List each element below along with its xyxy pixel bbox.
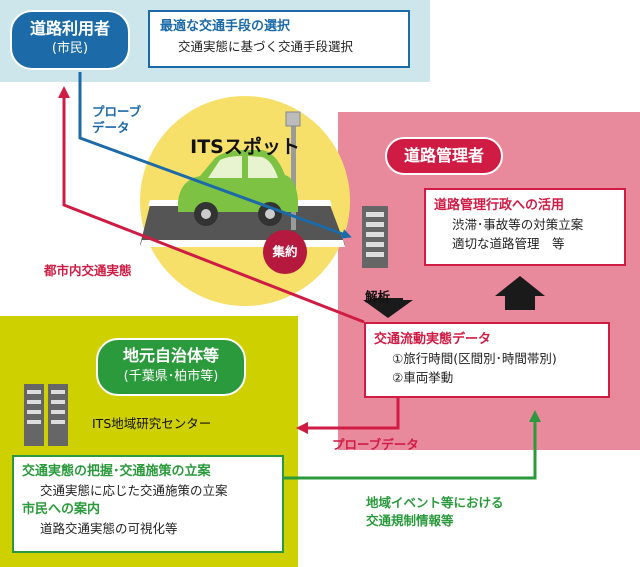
event-info-arrow	[284, 410, 541, 480]
local-gov-subtitle: (千葉県･柏市等)	[123, 369, 219, 384]
event-info-label-line2: 交通規制情報等	[366, 513, 454, 528]
transport-choice-box: 最適な交通手段の選択 交通実態に基づく交通手段選択	[148, 10, 410, 68]
probe-data-local-label: プローブデータ	[332, 437, 419, 452]
traffic-flow-heading: 交通流動実態データ	[374, 332, 492, 347]
car-icon	[178, 150, 298, 226]
aggregation-badge: 集約	[263, 230, 307, 274]
urban-traffic-label: 都市内交通実態	[44, 263, 132, 278]
analysis-down-arrow	[363, 298, 413, 318]
local-policy-heading: 交通実態の把握･交通施策の立案	[22, 464, 211, 479]
server-icon-local	[24, 384, 68, 446]
probe-data-label: プローブ データ	[92, 104, 141, 136]
probe-data-label-line2: データ	[92, 120, 130, 135]
road-user-pill: 道路利用者 (市民)	[10, 10, 130, 70]
road-admin-heading: 道路管理行政への活用	[434, 198, 565, 213]
citizen-guide-heading: 市民への案内	[22, 502, 101, 517]
probe-data-arrow-local	[296, 398, 400, 434]
local-gov-title: 地元自治体等	[122, 346, 219, 365]
event-info-label-line1: 地域イベント等における	[366, 495, 504, 510]
citizen-guide-body: 道路交通実態の可視化等	[40, 521, 178, 536]
its-antenna-icon	[285, 111, 301, 230]
road-user-subtitle: (市民)	[51, 41, 89, 56]
traffic-flow-item: ①旅行時間(区間別･時間帯別)	[392, 351, 557, 366]
server-icon-manager	[362, 206, 388, 268]
its-spot-title: ITSスポット	[190, 136, 300, 158]
urban-traffic-arrow	[58, 86, 365, 324]
road-user-title: 道路利用者	[29, 19, 110, 38]
local-policy-body: 交通実態に応じた交通施策の立案	[40, 483, 228, 498]
transport-choice-body: 交通実態に基づく交通手段選択	[178, 39, 354, 54]
local-policy-box: 交通実態の把握･交通施策の立案 交通実態に応じた交通施策の立案 市民への案内 道…	[12, 455, 284, 553]
road-manager-pill: 道路管理者	[385, 137, 503, 175]
traffic-flow-box: 交通流動実態データ ①旅行時間(区間別･時間帯別) ②車両挙動	[364, 322, 610, 398]
event-info-label: 地域イベント等における 交通規制情報等	[366, 494, 504, 530]
probe-data-arrow	[78, 72, 352, 239]
research-center-label: ITS地域研究センター	[92, 416, 212, 431]
transport-choice-heading: 最適な交通手段の選択	[160, 19, 291, 34]
traffic-flow-item: ②車両挙動	[392, 370, 454, 385]
road-admin-item: 適切な道路管理 等	[452, 236, 565, 251]
analysis-label: 解析	[365, 289, 391, 304]
feedback-up-arrow	[495, 276, 545, 310]
local-gov-pill: 地元自治体等 (千葉県･柏市等)	[96, 338, 246, 396]
road-admin-item: 渋滞･事故等の対策立案	[452, 217, 584, 232]
road-admin-box: 道路管理行政への活用 渋滞･事故等の対策立案 適切な道路管理 等	[424, 188, 626, 266]
probe-data-label-line1: プローブ	[92, 104, 142, 119]
